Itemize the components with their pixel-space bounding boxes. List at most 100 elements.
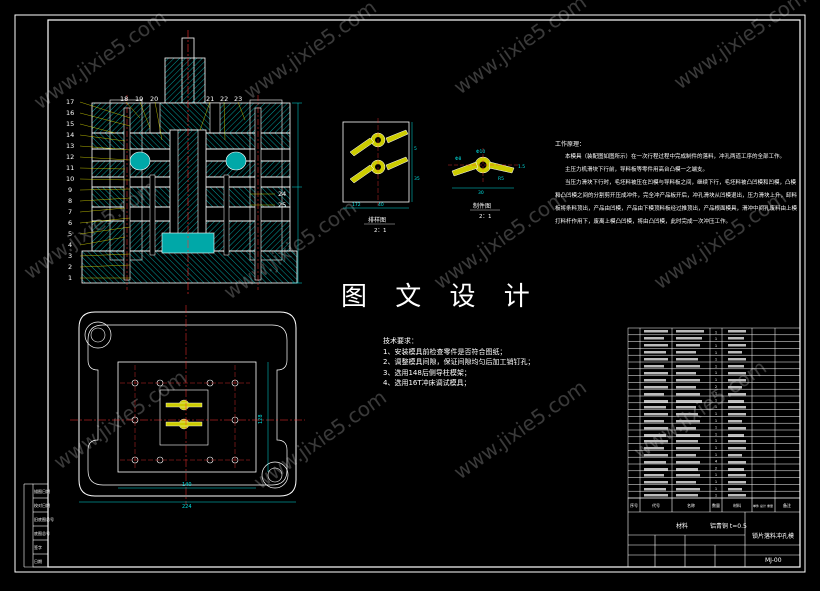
work-principle: 工作原理： 本模具（装配图如图所示）在一次行程过程中完成制件的落料，冲孔两道工序… (555, 138, 800, 229)
bom-cell: 1 (715, 494, 717, 498)
part-number: 23 (234, 95, 242, 103)
dim-label: Φ10 (476, 149, 485, 155)
part-number: 21 (206, 95, 214, 103)
left-strip-label: 校对日期 (34, 502, 50, 508)
part-number: 4 (68, 241, 72, 249)
part-number: 18 (120, 95, 128, 103)
left-strip-label: 底图总号 (34, 530, 50, 536)
dim-label: 128 (258, 414, 264, 424)
center-title: 图 文 设 计 (341, 282, 540, 312)
detail-caption: 制件图 (473, 202, 491, 210)
title-col-header: 单件 总计 重量 (753, 503, 773, 508)
part-number: 11 (66, 164, 74, 172)
bom-cell: 1 (715, 398, 717, 402)
bom-cell: 1 (715, 351, 717, 355)
bom-cell: 1 (715, 487, 717, 491)
left-leaders (79, 101, 131, 279)
strip-layout-detail: 172 40 5 35 排样图 2：1 (342, 118, 420, 234)
bom-cell: 1 (715, 364, 717, 368)
watermark-text: www.jixie5.com (449, 375, 591, 484)
tech-req-item: 1、安装模具前检查零件是否符合图纸； (383, 347, 507, 356)
dim-label: 172 (352, 202, 361, 208)
work-principle-para: 本模具（装配图如图所示）在一次行程过程中完成制件的落料，冲孔两道工序的全部工作。 (565, 154, 786, 160)
top-leaders (125, 101, 246, 141)
part-number: 5 (68, 230, 72, 238)
bom-cell: 1 (715, 358, 717, 362)
left-strip-label: 日期 (34, 558, 42, 564)
product-name: 锁片落料冲孔模 (752, 532, 794, 540)
title-col-header: 数量 (712, 502, 720, 508)
dim-label: Φ8 (455, 156, 462, 162)
part-number: 7 (68, 208, 72, 216)
part-number: 6 (68, 219, 72, 227)
bom-cell: 1 (715, 378, 717, 382)
bom-cell: 4 (715, 460, 718, 464)
title-col-header: 名称 (687, 502, 695, 508)
watermark-text: www.jixie5.com (669, 0, 811, 94)
outer-frame (14, 14, 806, 573)
dim-label: R5 (498, 176, 504, 182)
part-number: 19 (135, 95, 143, 103)
part-number: 17 (66, 98, 74, 106)
dim-label: 40 (378, 202, 384, 208)
bom-cell: 1 (715, 439, 717, 443)
title-col-header: 备注 (783, 502, 791, 508)
detail-caption: 排样图 (368, 216, 386, 224)
bom-cell: 1 (715, 419, 717, 423)
watermark-text: www.jixie5.com (239, 0, 381, 104)
left-strip-label: 旧底图总号 (34, 516, 54, 522)
part-number: 25 (278, 201, 286, 209)
part-number: 14 (66, 131, 74, 139)
bom-cell: 1 (715, 330, 717, 334)
material-label: 材料 (676, 522, 688, 530)
left-strip-label: 签字 (34, 544, 42, 550)
work-principle-heading: 工作原理： (555, 141, 586, 148)
watermark-text: www.jixie5.com (249, 385, 391, 494)
bom-cell: 1 (715, 446, 717, 450)
lower-base (81, 250, 298, 284)
part-number: 22 (220, 95, 228, 103)
detail-scale: 2：1 (479, 214, 492, 220)
plan-view: 140 224 128 (70, 305, 305, 510)
left-strip-table (23, 483, 49, 568)
part-number: 3 (68, 252, 72, 260)
dim-label: 35 (414, 176, 420, 182)
tech-req-item: 2、调整模具间隙，保证间隙均匀后加工销钉孔； (383, 358, 535, 366)
dim-label: 5 (414, 146, 417, 152)
section-view (81, 30, 302, 295)
bom-cell: 1 (715, 480, 717, 484)
watermark-text: www.jixie5.com (49, 365, 191, 474)
part-detail: Φ8 Φ10 R5 30 1.5 制件图 2：1 (448, 148, 525, 220)
part-number: 20 (150, 95, 158, 103)
left-strip-label: 描图日期 (34, 488, 50, 494)
tech-req-heading: 技术要求： (383, 337, 418, 345)
part-number: 1 (68, 274, 72, 282)
detail-scale: 2：1 (374, 228, 387, 234)
dim-label: 140 (182, 482, 192, 488)
part-number: 9 (68, 186, 72, 194)
tech-req-item: 4、选用16T冲床调试模具； (383, 379, 471, 387)
part-number: 8 (68, 197, 72, 205)
part-number: 24 (278, 190, 286, 198)
work-principle-para: 主压力机滑块下行前，导料板等零件用高台凸模一之端支。 (565, 167, 709, 173)
bom-cell: 2 (715, 385, 717, 389)
title-block (627, 497, 801, 568)
bom-cell: 2 (715, 466, 717, 470)
material-thickness: 铝青铜 t=0.5 (710, 522, 747, 530)
inner-frame (47, 19, 801, 568)
bom-cell: 1 (715, 473, 717, 477)
work-principle-para: 当压力滑块下行时，毛坯料被压在凹模与导料板之间，继续下行，毛坯料被凸凹模和凹模，… (555, 180, 798, 225)
part-number: 10 (66, 175, 74, 183)
bom-table (627, 327, 801, 499)
technical-requirements: 技术要求： 1、安装模具前检查零件是否符合图纸； 2、调整模具间隙，保证间隙均匀… (383, 336, 534, 389)
bom-cell: 1 (715, 412, 717, 416)
dim-label: 30 (478, 190, 484, 196)
part-number: 12 (66, 153, 74, 161)
tech-req-item: 3、选用148后侧导柱模架； (383, 368, 471, 377)
dim-label: 224 (182, 504, 192, 510)
rubber-block (225, 151, 247, 171)
part-number: 2 (68, 263, 72, 271)
part-number: 16 (66, 109, 74, 117)
drawing-number: MJ-00 (765, 557, 782, 564)
